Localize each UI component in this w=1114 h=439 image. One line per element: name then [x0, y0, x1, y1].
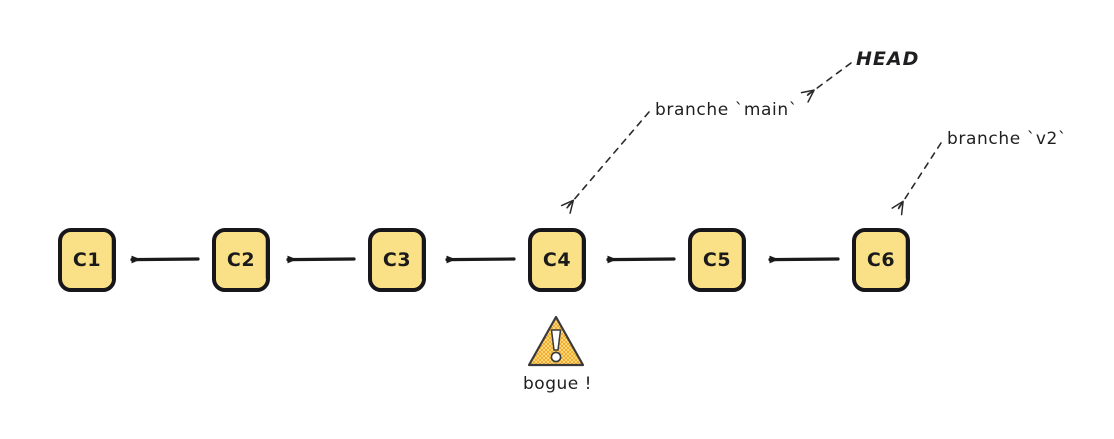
commit-node-c3[interactable]: C3 — [368, 228, 426, 292]
commit-edges — [130, 255, 840, 264]
arrow-v2-to-c6 — [891, 142, 942, 216]
commit-node-c6[interactable]: C6 — [852, 228, 910, 292]
arrow-head-to-main — [800, 62, 852, 103]
annotation-arrows — [560, 62, 942, 216]
edge-c6-c5 — [768, 255, 840, 264]
commit-node-c5[interactable]: C5 — [688, 228, 746, 292]
commit-label: C1 — [72, 249, 102, 271]
branch-v2-label: branche `v2` — [947, 129, 1068, 149]
commit-label: C4 — [542, 249, 572, 271]
warning-triangle-icon — [527, 315, 585, 367]
head-label: HEAD — [856, 48, 920, 70]
commit-label: C5 — [702, 249, 732, 271]
commit-label: C3 — [382, 249, 412, 271]
edge-c4-c3 — [445, 255, 516, 264]
arrow-main-to-c4 — [560, 111, 650, 214]
edge-c3-c2 — [286, 255, 356, 264]
bug-caption: bogue ! — [523, 374, 592, 394]
commit-label: C2 — [226, 249, 256, 271]
commit-node-c1[interactable]: C1 — [58, 228, 116, 292]
commit-label: C6 — [866, 249, 896, 271]
edge-c5-c4 — [606, 255, 676, 264]
commit-node-c4[interactable]: C4 — [528, 228, 586, 292]
branch-main-label: branche `main` — [655, 100, 798, 120]
commit-node-c2[interactable]: C2 — [212, 228, 270, 292]
edge-c2-c1 — [130, 255, 200, 264]
